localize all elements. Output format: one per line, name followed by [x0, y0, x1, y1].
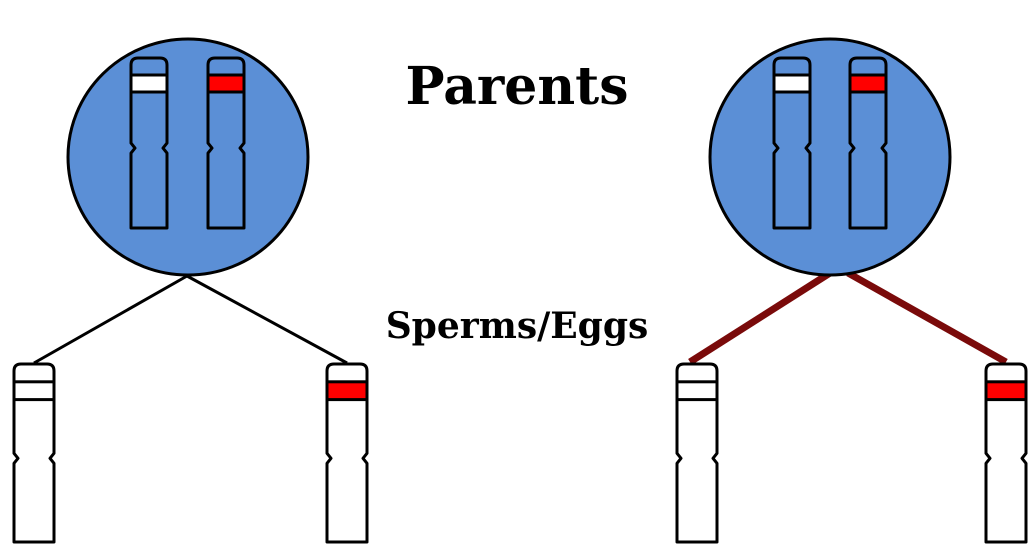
- parents-label: Parents: [406, 56, 629, 117]
- right-parent: [677, 39, 1026, 542]
- chromosome: [850, 58, 886, 228]
- red-allele-band: [850, 75, 886, 92]
- connector-right-1: [690, 273, 830, 362]
- connector-left-2: [187, 276, 347, 363]
- gamete-chromosome: [327, 364, 367, 542]
- parent-cell: [710, 39, 950, 275]
- white-allele-band: [774, 75, 810, 92]
- chromosome: [208, 58, 244, 228]
- white-allele-band: [677, 382, 717, 400]
- red-allele-band: [986, 382, 1026, 400]
- chromosome: [131, 58, 167, 228]
- gametes-label: Sperms/Eggs: [386, 305, 649, 347]
- chromosome: [774, 58, 810, 228]
- left-parent: [14, 39, 367, 542]
- parent-cell: [68, 39, 308, 275]
- gamete-chromosome: [986, 364, 1026, 542]
- connector-left-1: [34, 276, 187, 363]
- red-allele-band: [208, 75, 244, 92]
- white-allele-band: [14, 382, 54, 400]
- gamete-chromosome: [14, 364, 54, 542]
- gamete-chromosome: [677, 364, 717, 542]
- red-allele-band: [327, 382, 367, 400]
- white-allele-band: [131, 75, 167, 92]
- connector-right-2: [848, 273, 1006, 362]
